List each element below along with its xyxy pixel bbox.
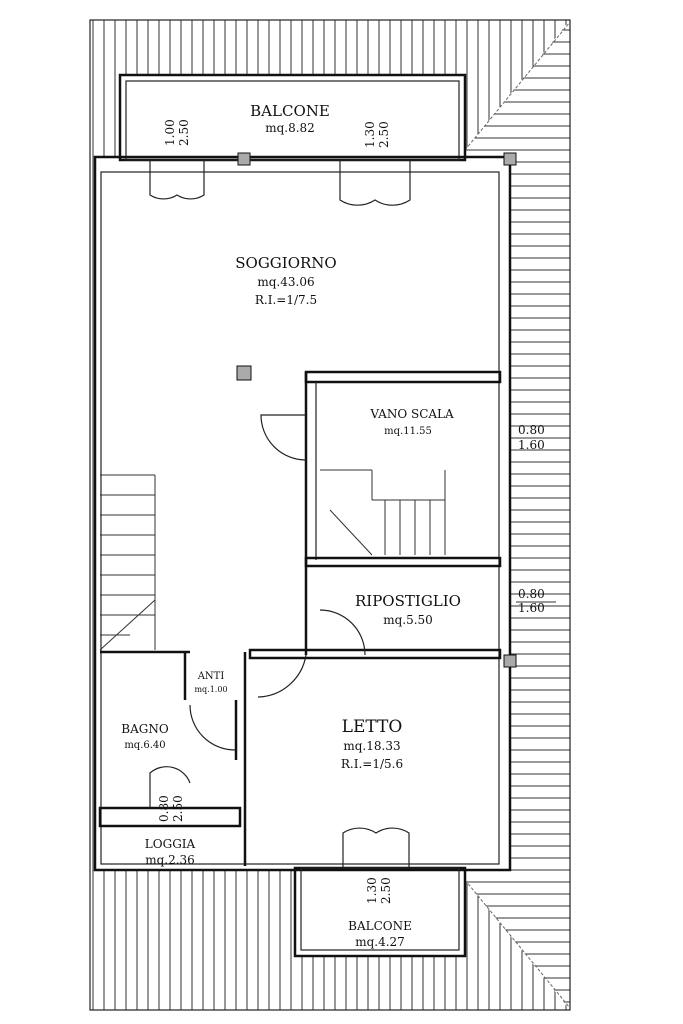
room-labels: BALCONE mq.8.82 SOGGIORNO mq.43.06 R.I.=… xyxy=(121,102,461,949)
loggia-name: LOGGIA xyxy=(145,837,196,851)
ripostiglio-name: RIPOSTIGLIO xyxy=(355,592,461,610)
soggiorno-ri: R.I.=1/7.5 xyxy=(255,293,317,307)
dim-top-left-h: 2.50 xyxy=(177,119,191,146)
balcone-top-area: mq.8.82 xyxy=(265,121,315,135)
bagno-area: mq.6.40 xyxy=(124,740,165,751)
vano-scala-name: VANO SCALA xyxy=(369,407,454,421)
dim-letto-h: 2.50 xyxy=(379,877,393,904)
dim-top-left-w: 1.00 xyxy=(163,119,177,146)
letto-name: LETTO xyxy=(342,717,403,737)
letto-area: mq.18.33 xyxy=(343,739,400,753)
dim-bagno-w: 0.80 xyxy=(157,795,171,822)
dim-rip-w: 0.80 xyxy=(518,587,545,601)
balcone-bottom-name: BALCONE xyxy=(348,919,412,933)
opening-dimensions: 1.00 2.50 1.30 2.50 0.80 1.60 0.80 1.60 … xyxy=(157,119,556,904)
letto-ri: R.I.=1/5.6 xyxy=(341,757,403,771)
soggiorno-name: SOGGIORNO xyxy=(235,254,336,272)
balcone-top-name: BALCONE xyxy=(250,102,330,120)
vano-scala-area: mq.11.55 xyxy=(384,426,432,437)
soggiorno-area: mq.43.06 xyxy=(257,275,314,289)
dim-scala-h: 1.60 xyxy=(518,438,545,452)
dim-letto-w: 1.30 xyxy=(365,877,379,904)
loggia-area: mq.2.36 xyxy=(145,853,195,867)
bagno-name: BAGNO xyxy=(121,722,169,736)
ripostiglio-area: mq.5.50 xyxy=(383,613,433,627)
balcone-bottom-area: mq.4.27 xyxy=(355,935,405,949)
dim-top-right-w: 1.30 xyxy=(363,121,377,148)
building xyxy=(93,73,517,958)
dim-scala-w: 0.80 xyxy=(518,423,545,437)
anti-area: mq.1.00 xyxy=(194,685,227,694)
dim-top-right-h: 2.50 xyxy=(377,121,391,148)
staircase xyxy=(99,469,446,651)
dim-bagno-h: 2.50 xyxy=(171,795,185,822)
anti-name: ANTI xyxy=(197,671,225,682)
dim-rip-h: 1.60 xyxy=(518,601,545,615)
